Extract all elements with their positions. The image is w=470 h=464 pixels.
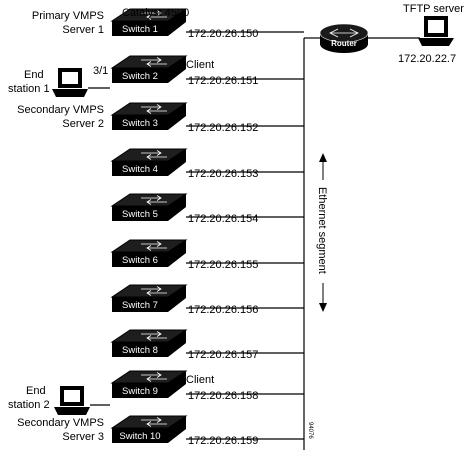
switch-1: Switch 1 172.20.26.150 Primary VMPS Server … — [32, 8, 304, 40]
switch-4: Switch 4 172.20.26.153 — [110, 148, 304, 180]
switch-front-face — [112, 252, 168, 267]
end-station-2-line-2: station 2 — [8, 399, 50, 411]
switch-label: Switch 6 — [122, 255, 158, 266]
switch-ip: 172.20.26.158 — [188, 390, 258, 402]
end-station-1-pc-icon — [52, 68, 88, 97]
role-label-line-1: Secondary VMPS — [17, 417, 104, 429]
tftp-server-ip: 172.20.22.7 — [398, 53, 456, 65]
end-station-2-line-1: End — [26, 385, 46, 397]
switch-arrows-icon — [141, 104, 167, 114]
segment-arrowhead-up-icon — [319, 153, 327, 162]
switch-stack: Switch 1 172.20.26.150 Primary VMPS Server … — [17, 8, 304, 447]
switch-label: Switch 1 — [122, 24, 158, 35]
switch-ip: 172.20.26.151 — [188, 75, 258, 87]
switch-front-face — [112, 161, 168, 176]
switch-label: Switch 4 — [122, 164, 158, 175]
switch-side-face — [168, 103, 186, 130]
switch-arrows-icon — [141, 417, 167, 427]
router-label: Router — [331, 39, 357, 48]
switch-side-face — [168, 56, 186, 83]
switch-9: Switch 9 172.20.26.158 Client — [110, 370, 304, 402]
figure-id: 94076 — [307, 422, 313, 439]
switch-10: Switch 10 172.20.26.159 Secondary VMPS Serv… — [17, 415, 304, 447]
switch-front-face — [112, 68, 168, 83]
ethernet-segment-indicator: Ethernet segment — [316, 153, 328, 312]
switch-ip: 172.20.26.152 — [188, 122, 258, 134]
client-label: Client — [186, 59, 214, 71]
switch-3: Switch 3 172.20.26.152 Secondary VMPS Serve… — [17, 102, 304, 134]
switch-side-face — [168, 416, 186, 443]
switch-arrows-icon — [141, 241, 167, 251]
segment-label: Ethernet segment — [316, 187, 328, 274]
role-label-line-2: Server 2 — [62, 118, 104, 130]
switch-side-face — [168, 371, 186, 398]
role-label-line-1: Primary VMPS — [32, 10, 104, 22]
switch-ip: 172.20.26.155 — [188, 259, 258, 271]
switch-side-face — [168, 194, 186, 221]
switch-side-face — [168, 240, 186, 267]
end-station-1-line-1: End — [24, 69, 44, 81]
switch-front-face — [112, 297, 168, 312]
switch-ip: 172.20.26.157 — [188, 349, 258, 361]
switch-front-face — [112, 383, 168, 398]
role-label-line-2: Server 3 — [62, 431, 104, 443]
end-station-1-line-2: station 1 — [8, 83, 50, 95]
switch-ip: 172.20.26.153 — [188, 168, 258, 180]
switch-arrows-icon — [141, 331, 167, 341]
switch-arrows-icon — [141, 372, 167, 382]
switch-label: Switch 7 — [122, 300, 158, 311]
switch-side-face — [168, 330, 186, 357]
switch-ip: 172.20.26.159 — [188, 435, 258, 447]
switch-arrows-icon — [141, 195, 167, 205]
switch-label: Switch 3 — [122, 118, 158, 129]
switch-ip: 172.20.26.156 — [188, 304, 258, 316]
role-label-line-1: Secondary VMPS — [17, 104, 104, 116]
switch-front-face — [112, 115, 168, 130]
switch-6: Switch 6 172.20.26.155 — [110, 239, 304, 271]
switch-front-face — [112, 342, 168, 357]
catalyst-label: Catalyst 4500 — [122, 7, 189, 19]
switch-front-face — [112, 206, 168, 221]
tftp-server-pc-icon — [418, 16, 454, 46]
switch-ip: 172.20.26.154 — [188, 213, 258, 225]
switch-arrows-icon — [141, 10, 167, 20]
switch-front-face — [112, 428, 168, 443]
tftp-server-title: TFTP server — [403, 3, 464, 15]
switch-arrows-icon — [141, 150, 167, 160]
switch-7: Switch 7 172.20.26.156 — [110, 284, 304, 316]
client-label: Client — [186, 374, 214, 386]
switch-label: Switch 9 — [122, 386, 158, 397]
segment-arrowhead-down-icon — [319, 303, 327, 312]
switch-2: Switch 2 172.20.26.151 Client — [110, 55, 304, 87]
port-label: 3/1 — [93, 65, 108, 77]
switch-label: Switch 8 — [122, 345, 158, 356]
switch-5: Switch 5 172.20.26.154 — [110, 193, 304, 225]
end-station-2-pc-icon — [54, 386, 90, 415]
switch-label: Switch 10 — [119, 431, 160, 442]
switch-side-face — [168, 9, 186, 36]
switch-ip: 172.20.26.150 — [188, 28, 258, 40]
switch-label: Switch 2 — [122, 71, 158, 82]
switch-arrows-icon — [141, 286, 167, 296]
switch-side-face — [168, 149, 186, 176]
switch-front-face — [112, 21, 168, 36]
switch-8: Switch 8 172.20.26.157 — [110, 329, 304, 361]
role-label-line-2: Server 1 — [62, 24, 104, 36]
switch-side-face — [168, 285, 186, 312]
switch-arrows-icon — [141, 57, 167, 67]
router-arrows-icon — [329, 28, 359, 38]
switch-label: Switch 5 — [122, 209, 158, 220]
router: Router — [319, 23, 369, 53]
